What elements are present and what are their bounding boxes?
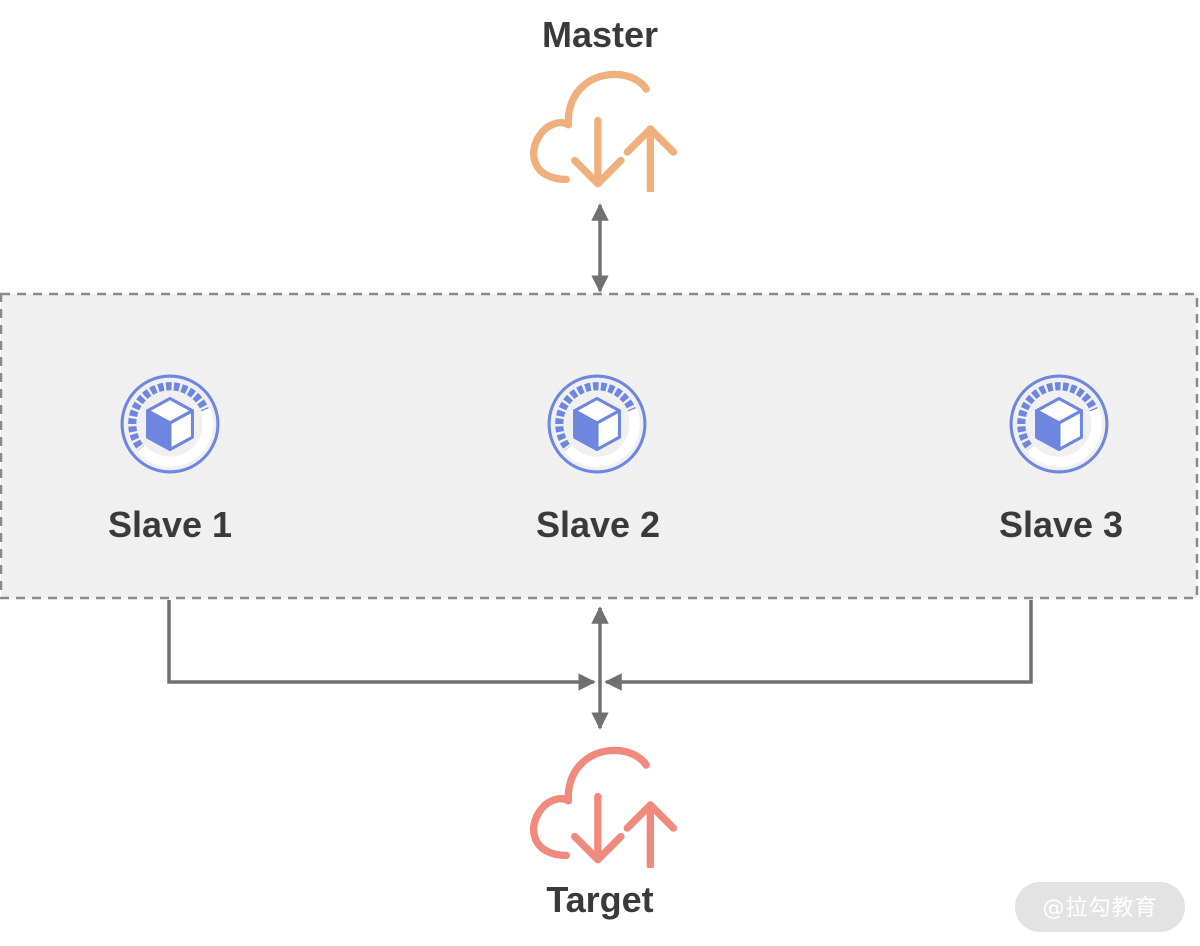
slave-node-3: Slave 3 [999, 371, 1123, 545]
master-node: Master [534, 14, 674, 190]
cloud-sync-icon [534, 750, 674, 866]
watermark: @拉勾教育 [1015, 882, 1185, 932]
target-label: Target [546, 879, 653, 920]
slave-node-1: Slave 1 [108, 371, 232, 545]
watermark-pill [1015, 882, 1185, 932]
master-label: Master [542, 14, 658, 55]
slave-2-label: Slave 2 [536, 504, 660, 545]
slave-1-target-connector [167, 600, 596, 691]
target-node: Target [534, 750, 674, 920]
watermark-text: @拉勾教育 [1042, 896, 1157, 921]
slave-node-2: Slave 2 [536, 371, 660, 545]
slave-3-label: Slave 3 [999, 504, 1123, 545]
cloud-sync-icon [534, 74, 674, 189]
slave-3-target-connector [604, 600, 1033, 691]
slave-1-label: Slave 1 [108, 504, 232, 545]
